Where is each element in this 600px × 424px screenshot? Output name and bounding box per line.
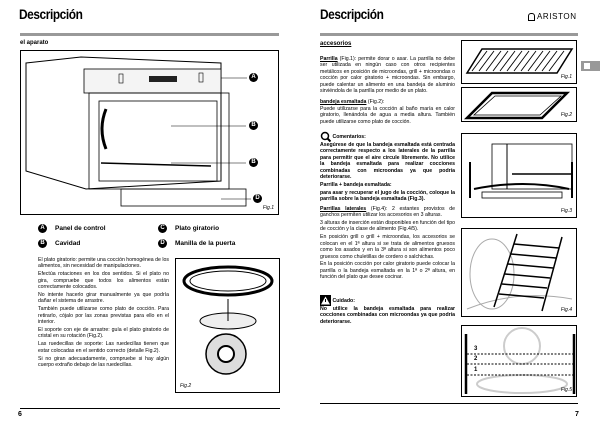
callout-b: B bbox=[249, 121, 258, 130]
turntable-description: El plato giratorio: permite una cocción … bbox=[38, 257, 169, 369]
level-2-label: 2 bbox=[474, 356, 478, 362]
accessories-text: Parrilla (Fig.1): permite dorar o asar. … bbox=[320, 56, 455, 325]
callout-a: A bbox=[249, 73, 258, 82]
figure-rack-levels: 3 2 1 Fig.5 bbox=[461, 325, 577, 397]
magnifier-icon bbox=[320, 131, 332, 143]
fig3-label-right: Fig.3 bbox=[560, 208, 572, 214]
title-rule bbox=[20, 33, 279, 36]
fig5-label-right: Fig.5 bbox=[560, 387, 572, 393]
page-number-right: 7 bbox=[575, 411, 579, 418]
left-page-title: Descripción bbox=[19, 6, 83, 22]
footer-rule bbox=[20, 408, 280, 409]
accessories-subtitle: accesorios bbox=[320, 41, 352, 47]
microwave-illustration bbox=[25, 56, 251, 207]
ariston-logo-icon bbox=[528, 12, 535, 21]
right-page-title: Descripción bbox=[320, 6, 384, 22]
fig2-label: Fig.2 bbox=[180, 383, 192, 389]
level-1-label: 1 bbox=[474, 367, 478, 373]
fig1-label: Fig.1 bbox=[262, 205, 274, 211]
callout-c: B bbox=[249, 158, 258, 167]
title-rule-right bbox=[320, 33, 578, 36]
turntable-illustration bbox=[182, 265, 274, 375]
figure-enamel-tray: Fig.2 bbox=[461, 87, 577, 122]
fig4-label-right: Fig.4 bbox=[560, 307, 572, 313]
figure-appliance: A B B D Fig.1 bbox=[20, 50, 279, 215]
comment-box: Comentarios: Asegúrese de que la bandeja… bbox=[320, 131, 455, 203]
section-subtitle: el aparato bbox=[20, 40, 49, 46]
figure-side-racks: Fig.4 bbox=[461, 228, 577, 317]
figure-turntable: Fig.2 bbox=[175, 258, 280, 393]
footer-rule-right bbox=[320, 403, 578, 404]
level-3-label: 3 bbox=[474, 346, 478, 352]
language-tab bbox=[581, 61, 600, 71]
figure-grill-rack: Fig.1 bbox=[461, 40, 577, 84]
warning-icon bbox=[320, 294, 331, 306]
fig2-label-right: Fig.2 bbox=[560, 112, 572, 118]
callout-d: D bbox=[253, 194, 262, 203]
page-number-left: 6 bbox=[18, 411, 22, 418]
fig1-label-right: Fig.1 bbox=[560, 74, 572, 80]
brand-logo: ARISTON bbox=[528, 12, 577, 21]
figure-rack-and-tray: Fig.3 bbox=[461, 133, 577, 218]
warning-box: Cuidado: No utilice la bandeja esmaltada… bbox=[320, 294, 455, 325]
